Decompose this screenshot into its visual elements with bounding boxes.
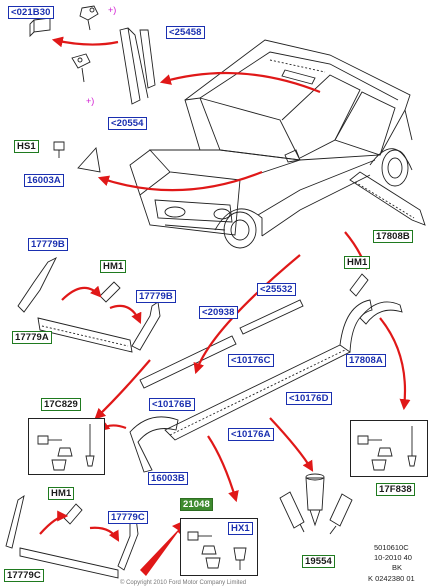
wheel-arch-moulding-17779b-mid <box>131 301 161 351</box>
pillar-trim-20554 <box>119 27 156 105</box>
illustration-date: 10-2010 40 <box>374 553 412 562</box>
bracket-part-lower <box>71 53 91 83</box>
label-17f838[interactable]: 17F838 <box>376 483 415 496</box>
label-17779c-bottom[interactable]: 17779C <box>4 569 44 582</box>
label-021b30[interactable]: <021B30 <box>8 6 54 19</box>
label-17779a[interactable]: 17779A <box>12 331 52 344</box>
arch-moulding-16003b <box>129 416 179 473</box>
wheel-arch-moulding-17808a <box>359 301 403 325</box>
clip-hm1-top <box>99 281 121 303</box>
label-17808a[interactable]: 17808A <box>346 354 386 367</box>
illustration-reference: K 0242380 01 <box>368 574 415 583</box>
bracket-part-upper <box>79 5 99 31</box>
label-hs1[interactable]: HS1 <box>14 140 39 153</box>
label-hm1-right[interactable]: HM1 <box>344 256 371 269</box>
label-10176c[interactable]: <10176C <box>228 354 274 367</box>
label-10176d[interactable]: <10176D <box>286 392 332 405</box>
label-19554[interactable]: 19554 <box>302 555 335 568</box>
label-16003a[interactable]: 16003A <box>24 174 64 187</box>
screw-hs1 <box>53 141 65 158</box>
moulding-17808b <box>349 171 426 226</box>
label-17779b-top[interactable]: 17779B <box>28 238 68 251</box>
bumper-moulding-17779a <box>37 317 133 353</box>
copyright-caption: © Copyright 2010 Ford Motor Company Limi… <box>120 580 247 586</box>
label-hx1[interactable]: HX1 <box>228 522 253 535</box>
reference-arrows <box>39 36 411 542</box>
illustration-initials: BK <box>392 563 403 572</box>
fastener-kit-17c829 <box>28 418 105 475</box>
clip-part-021b30 <box>29 17 51 38</box>
fastener-kit-17f838 <box>350 420 428 477</box>
label-17808b[interactable]: 17808B <box>373 230 413 243</box>
label-17c829[interactable]: 17C829 <box>41 398 81 411</box>
label-hm1-top[interactable]: HM1 <box>100 260 127 273</box>
illustration-code: 5010610C <box>374 543 409 552</box>
label-21048[interactable]: 21048 <box>180 498 213 511</box>
label-20938[interactable]: <20938 <box>199 306 238 319</box>
plus-mark-upper: +) <box>108 5 117 15</box>
label-25458[interactable]: <25458 <box>166 26 205 39</box>
label-16003b[interactable]: 16003B <box>148 472 188 485</box>
label-10176a[interactable]: <10176A <box>228 428 274 441</box>
label-17779c-top[interactable]: 17779C <box>108 511 148 524</box>
sealant-kit-19554 <box>279 473 353 535</box>
clip-hm1-bottom <box>63 503 83 525</box>
sill-moulding-25532 <box>239 299 304 335</box>
door-moulding-20938 <box>139 335 237 389</box>
label-10176b[interactable]: <10176B <box>149 398 195 411</box>
corner-trim-16003a <box>77 147 101 173</box>
clip-hm1-right <box>349 273 369 297</box>
plus-mark-lower: +) <box>86 96 95 106</box>
label-hm1-bottom[interactable]: HM1 <box>48 487 75 500</box>
label-25532[interactable]: <25532 <box>257 283 296 296</box>
rocker-moulding-10176 <box>164 299 373 441</box>
wheel-arch-moulding-17779b-top <box>17 256 58 313</box>
label-17779b-mid[interactable]: 17779B <box>136 290 176 303</box>
car-illustration <box>129 39 413 249</box>
highlight-arrow <box>140 518 190 576</box>
label-20554[interactable]: <20554 <box>108 117 147 130</box>
